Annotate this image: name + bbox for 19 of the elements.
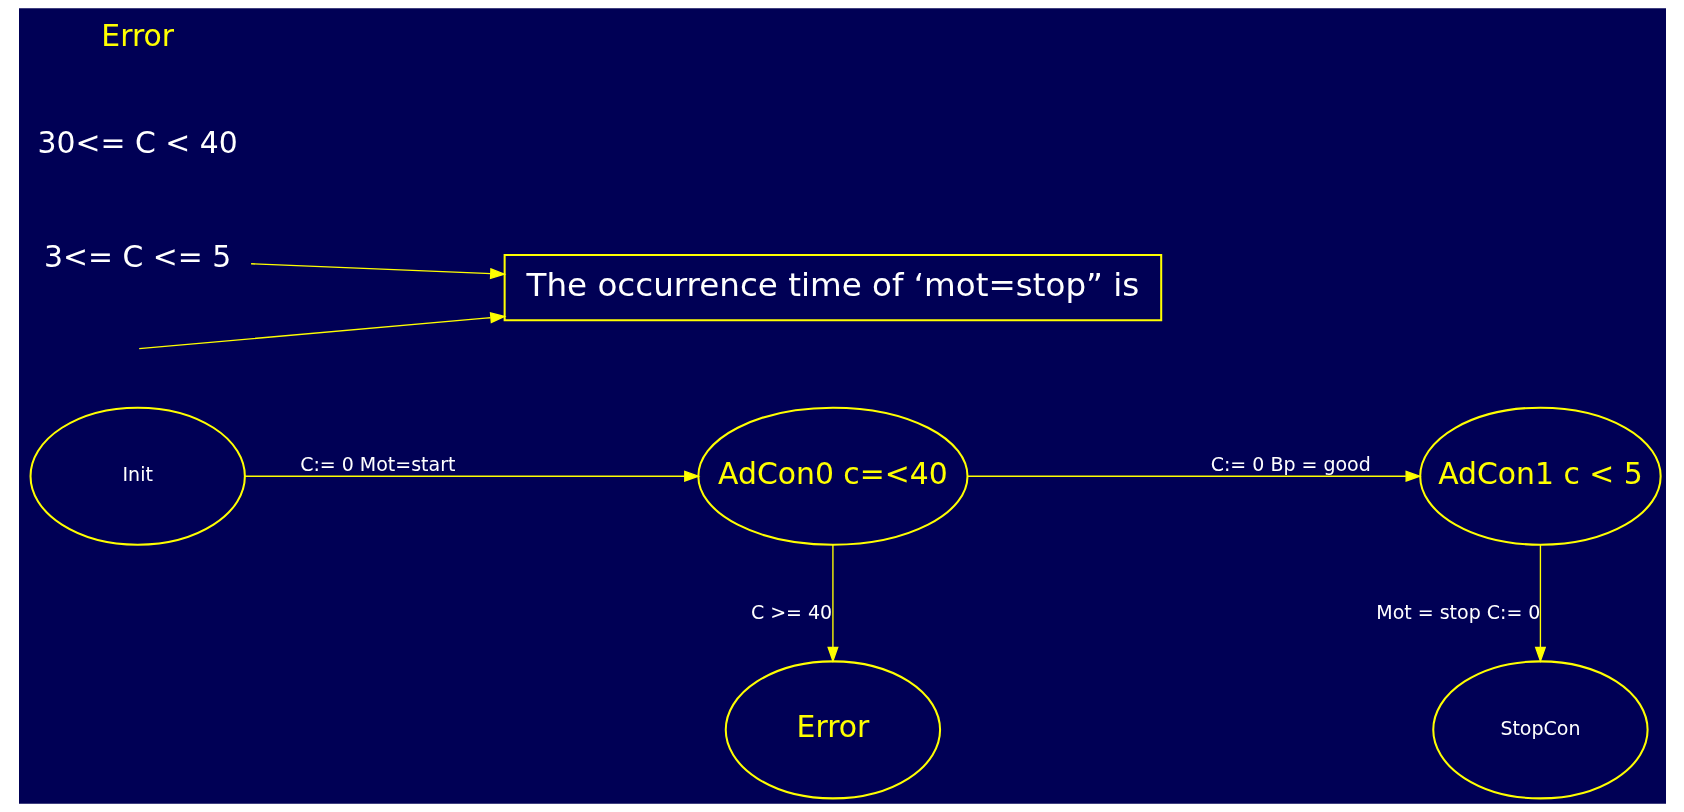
arrow [966, 470, 1422, 482]
edge-label: C >= 40 [750, 600, 832, 623]
arrow [243, 470, 700, 482]
edge-label: C:= 0 Bp = good [1210, 453, 1371, 476]
node-ellipse: Init [29, 406, 246, 546]
arrow [138, 312, 506, 350]
edge-label: Mot = stop C:= 0 [1375, 600, 1540, 623]
node-text: 3<= C <= 5 [43, 238, 231, 274]
label: Error [100, 17, 174, 53]
arrow [249, 263, 506, 280]
node-ellipse: Error [724, 660, 941, 800]
node-ellipse: StopCon [1431, 660, 1649, 800]
arrow [1534, 544, 1546, 664]
node-ellipse: AdCon1 c < 5 [1418, 406, 1662, 546]
arrow [826, 544, 839, 664]
node-ellipse: AdCon0 c=<40 [696, 406, 968, 546]
label: 30<= C < 40 [37, 124, 238, 160]
edge-label: C:= 0 Mot=start [299, 453, 455, 476]
node-box: The occurrence time of ‘mot=stop” is [503, 254, 1162, 322]
